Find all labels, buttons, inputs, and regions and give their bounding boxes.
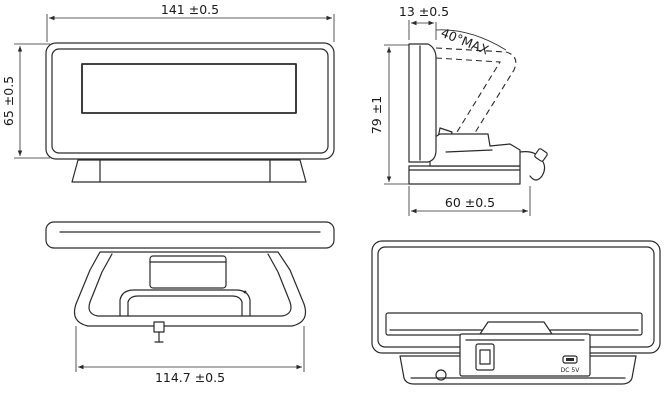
- top-hinge-block: [149, 255, 227, 289]
- top-display-edge: [45, 221, 335, 249]
- tilt-angle-label: 40°MAX: [439, 25, 491, 58]
- rear-center-tab: [479, 321, 553, 335]
- tilted-display-outline: [435, 47, 517, 161]
- side-depth-label: 13 ±0.5: [399, 4, 449, 19]
- side-height-label: 79 ±1: [369, 96, 384, 134]
- rear-switch: [475, 343, 495, 371]
- front-view: 141 ±0.5 65 ±0.5: [1, 2, 335, 183]
- side-cable: [519, 151, 546, 181]
- base-width-label: 114.7 ±0.5: [155, 370, 225, 385]
- front-display-body: [45, 42, 335, 160]
- top-connector: [153, 321, 165, 333]
- side-base: [408, 165, 521, 185]
- front-display-window: [81, 63, 297, 114]
- front-stand: [71, 159, 307, 183]
- dc-port-label: DC 5V: [561, 367, 581, 374]
- side-upright-display: [408, 43, 437, 163]
- front-height-label: 65 ±0.5: [1, 76, 16, 126]
- side-base-depth-label: 60 ±0.5: [445, 195, 495, 210]
- top-view: 114.7 ±0.5: [45, 221, 335, 385]
- side-hinge-block: [429, 133, 521, 167]
- tilt-angle-arc: [435, 29, 507, 51]
- rear-view: DC 5V: [371, 240, 661, 385]
- top-base-outline: [73, 251, 307, 327]
- side-view: 13 ±0.5 40°MAX 79 ±1 60 ±0.5: [369, 4, 548, 216]
- front-width-label: 141 ±0.5: [161, 2, 219, 17]
- front-bezel: [51, 48, 329, 154]
